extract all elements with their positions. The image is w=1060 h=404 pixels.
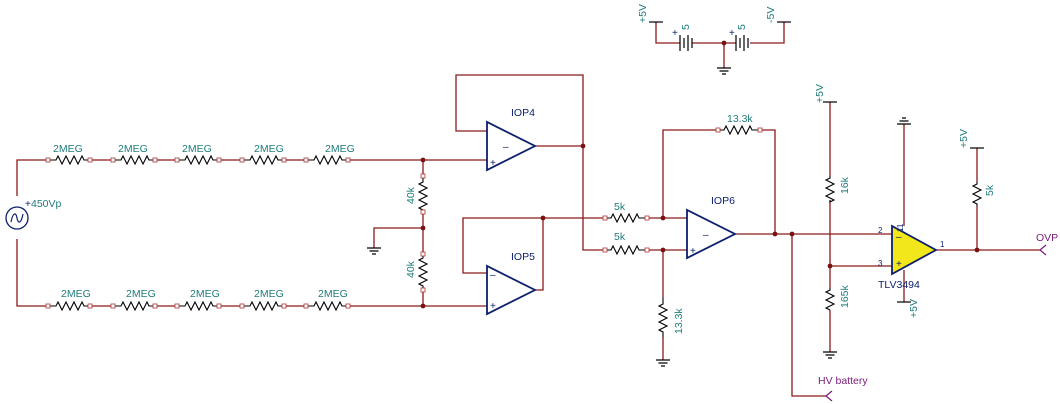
resistor-top-1-value: 2MEG bbox=[53, 143, 83, 155]
divider-resistors: 40k 40k bbox=[405, 176, 429, 290]
opamp-iop4: – + IOP4 bbox=[486, 107, 538, 172]
ground-icon-comparator bbox=[897, 117, 911, 125]
comparator-pin-1: 1 bbox=[940, 240, 945, 249]
resistor-top-2: 2MEG bbox=[113, 143, 155, 166]
iop4-plus-sign: + bbox=[490, 158, 496, 169]
resistor-bottom-5-value: 2MEG bbox=[318, 288, 348, 300]
resistor-ref-upper-value: 16k bbox=[839, 176, 851, 194]
comparator-tlv3494: – + 2 3 1 11 TLV3494 +5V bbox=[878, 223, 945, 318]
resistor-bottom-2: 2MEG bbox=[113, 288, 156, 312]
supply-battery-neg-label: -5V bbox=[765, 7, 777, 23]
resistor-top-3-value: 2MEG bbox=[182, 143, 212, 155]
iop4-minus-sign: – bbox=[503, 142, 509, 153]
junctions bbox=[420, 40, 980, 309]
supply-pullup: +5V bbox=[958, 129, 984, 149]
top-resistor-chain: 2MEG 2MEG 2MEG 2MEG 2MEG bbox=[48, 143, 355, 166]
pullup: +5V 5k bbox=[958, 129, 996, 206]
reference-divider: 16k 165k +5V bbox=[814, 84, 851, 311]
port-hv-battery-label: HV battery bbox=[818, 375, 868, 387]
resistor-top-4-value: 2MEG bbox=[254, 143, 284, 155]
resistor-divider-lower: 40k bbox=[405, 254, 429, 290]
opamp-iop6: – + IOP6 bbox=[686, 195, 738, 260]
resistor-top-2-value: 2MEG bbox=[118, 143, 148, 155]
comparator-minus-sign: – bbox=[896, 232, 902, 243]
ground-icon-battery bbox=[717, 67, 731, 75]
resistor-bottom-3: 2MEG bbox=[177, 288, 220, 312]
svg-text:+: + bbox=[729, 28, 735, 39]
supply-battery-neg: -5V bbox=[765, 7, 791, 23]
resistor-bottom-1: 2MEG bbox=[48, 288, 91, 312]
comparator-pin-2: 2 bbox=[878, 226, 883, 235]
iop5-plus-sign: + bbox=[490, 301, 496, 312]
resistor-pullup-value: 5k bbox=[984, 184, 996, 196]
pin-markers bbox=[45, 127, 763, 309]
resistor-divider-lower-value: 40k bbox=[405, 260, 417, 278]
resistor-iop6-in-top: 5k bbox=[605, 201, 647, 224]
comparator-pin-3: 3 bbox=[878, 259, 883, 268]
port-ovp-label: OVP bbox=[1036, 232, 1058, 244]
supply-ref-top-label: +5V bbox=[814, 84, 826, 103]
ground-symbols bbox=[367, 67, 911, 367]
iop5-minus-sign: – bbox=[490, 270, 496, 281]
battery-left-value: 5 bbox=[680, 24, 692, 30]
port-hv-battery: HV battery bbox=[818, 375, 868, 402]
supply-battery-pos: +5V bbox=[637, 4, 663, 23]
supply-ref-top: +5V bbox=[814, 84, 837, 103]
resistor-iop6-feedback-value: 13.3k bbox=[727, 113, 753, 125]
source-label: 450Vp bbox=[31, 198, 62, 210]
resistor-divider-upper: 40k bbox=[405, 176, 429, 212]
battery-icon-right: + 5 bbox=[729, 24, 749, 51]
comparator-label: TLV3494 bbox=[878, 279, 920, 291]
resistor-top-5: 2MEG bbox=[306, 143, 355, 166]
resistor-iop6-ground-value: 13.3k bbox=[673, 308, 685, 334]
battery-icon-left: + 5 bbox=[672, 24, 693, 51]
supply-pullup-label: +5V bbox=[958, 129, 970, 148]
resistor-ref-lower-value: 165k bbox=[839, 284, 851, 308]
resistor-bottom-4-value: 2MEG bbox=[254, 288, 284, 300]
resistor-iop6-feedback: 13.3k bbox=[718, 113, 760, 136]
supply-comparator-bottom: +5V bbox=[897, 299, 920, 318]
comparator-plus-sign: + bbox=[896, 259, 902, 270]
wires bbox=[16, 22, 1040, 397]
resistor-bottom-5: 2MEG bbox=[306, 288, 348, 312]
battery-right-value: 5 bbox=[736, 24, 748, 30]
resistor-iop6-in-bottom: 5k bbox=[605, 231, 647, 256]
resistor-bottom-2-value: 2MEG bbox=[126, 288, 156, 300]
resistor-bottom-4: 2MEG bbox=[242, 288, 284, 312]
svg-text:+: + bbox=[672, 28, 678, 39]
source-polarity: + bbox=[25, 199, 31, 210]
resistor-pullup: 5k bbox=[971, 182, 996, 206]
resistor-iop6-ground: 13.3k bbox=[657, 298, 685, 338]
supply-battery-pos-label: +5V bbox=[637, 4, 649, 23]
supply-comparator-bottom-label: +5V bbox=[908, 299, 920, 318]
iop4-label: IOP4 bbox=[511, 107, 535, 119]
resistor-top-5-value: 2MEG bbox=[325, 143, 355, 155]
iop6-label: IOP6 bbox=[711, 195, 735, 207]
voltage-source: + 450Vp bbox=[5, 198, 62, 230]
port-ovp: OVP bbox=[1036, 232, 1058, 256]
battery-supplies: +5V -5V + 5 + 5 bbox=[637, 4, 791, 51]
resistor-top-3: 2MEG bbox=[177, 143, 219, 166]
resistor-bottom-1-value: 2MEG bbox=[61, 288, 91, 300]
comparator-pin-11: 11 bbox=[896, 223, 905, 232]
resistor-top-4: 2MEG bbox=[242, 143, 284, 166]
resistor-ref-upper: 16k bbox=[824, 176, 851, 203]
iop6-input-resistors: 5k 5k 13.3k 13.3k bbox=[605, 113, 760, 338]
resistor-top-1: 2MEG bbox=[48, 143, 90, 166]
opamp-iop5: – + IOP5 bbox=[486, 251, 538, 316]
ground-icon-iop6 bbox=[656, 359, 670, 367]
iop6-plus-sign: + bbox=[690, 246, 696, 257]
resistor-divider-upper-value: 40k bbox=[405, 186, 417, 204]
resistor-ref-lower: 165k bbox=[824, 284, 851, 311]
bottom-resistor-chain: 2MEG 2MEG 2MEG 2MEG 2MEG bbox=[48, 288, 348, 312]
ground-icon-divider bbox=[367, 247, 381, 255]
iop5-label: IOP5 bbox=[511, 251, 535, 263]
resistor-iop6-in-bottom-value: 5k bbox=[614, 231, 626, 243]
resistor-bottom-3-value: 2MEG bbox=[190, 288, 220, 300]
resistor-iop6-in-top-value: 5k bbox=[614, 201, 626, 213]
ground-icon-reference bbox=[823, 351, 837, 359]
iop6-minus-sign: – bbox=[703, 230, 709, 241]
